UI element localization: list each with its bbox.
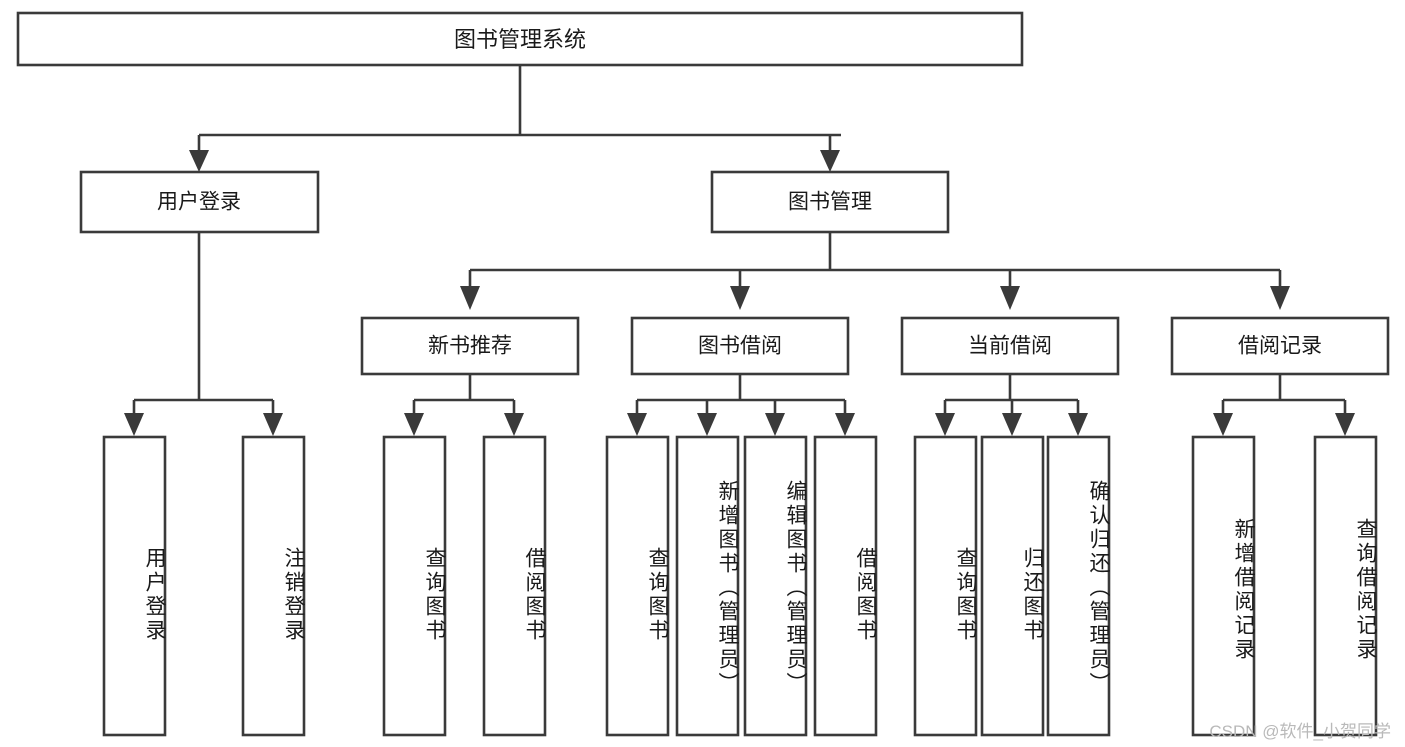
- leaf-box: [743, 435, 808, 737]
- leaf-box: [980, 435, 1045, 737]
- leaf-box: [1313, 435, 1378, 737]
- leaf-box: [482, 435, 547, 737]
- node-user-login-label: 用户登录: [157, 191, 241, 214]
- connector-current-to-leaves: [935, 374, 1088, 436]
- leaf-box: [605, 435, 670, 737]
- node-book-management[interactable]: 图书管理: [710, 170, 950, 234]
- leaf-box: [675, 435, 740, 737]
- node-book-management-label: 图书管理: [788, 191, 872, 214]
- connector-borrow-to-leaves: [627, 374, 855, 436]
- node-root[interactable]: 图书管理系统: [16, 11, 1024, 67]
- leaf-box: [1046, 435, 1111, 737]
- connector-root-to-level2: [189, 65, 841, 172]
- leaf-box: [813, 435, 878, 737]
- connector-record-to-leaves: [1213, 374, 1355, 436]
- node-book-borrow-label: 图书借阅: [698, 335, 782, 358]
- node-new-book-recommend[interactable]: 新书推荐: [360, 316, 580, 376]
- connector-bookmgmt-to-level3: [460, 232, 1290, 310]
- connector-newbook-to-leaves: [404, 374, 524, 436]
- leaf-box: [102, 435, 167, 737]
- leaf-box: [913, 435, 978, 737]
- node-current-borrow[interactable]: 当前借阅: [900, 316, 1120, 376]
- leaf-box: [382, 435, 447, 737]
- leaf-box: [241, 435, 306, 737]
- node-user-login[interactable]: 用户登录: [79, 170, 320, 234]
- node-root-label: 图书管理系统: [454, 27, 586, 52]
- connector-userlogin-to-leaves: [124, 232, 283, 436]
- node-book-borrow[interactable]: 图书借阅: [630, 316, 850, 376]
- node-borrow-record[interactable]: 借阅记录: [1170, 316, 1390, 376]
- csdn-watermark: CSDN @软件_小贺同学: [1209, 722, 1391, 741]
- node-new-book-recommend-label: 新书推荐: [428, 335, 512, 358]
- node-borrow-record-label: 借阅记录: [1238, 335, 1322, 358]
- leaf-box-group: [102, 435, 1378, 737]
- leaf-box: [1191, 435, 1256, 737]
- node-current-borrow-label: 当前借阅: [968, 335, 1052, 358]
